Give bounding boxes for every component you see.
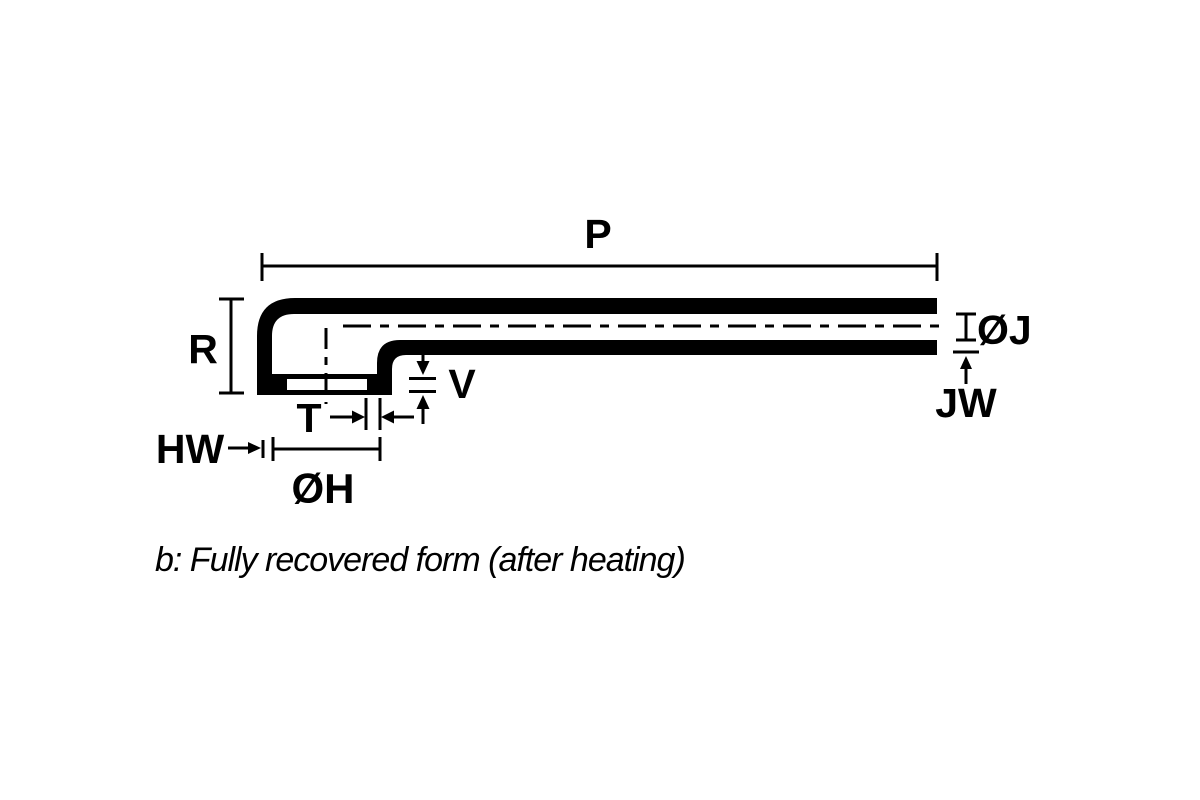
t-arrow-left-head	[381, 410, 394, 424]
v-dimension: V	[409, 355, 476, 424]
hw-arrow-head	[248, 442, 261, 454]
t-label: T	[296, 395, 321, 441]
oh-dimension: ØH	[271, 437, 382, 512]
r-label: R	[188, 326, 218, 372]
r-dimension: R	[188, 297, 244, 395]
jw-dimension: JW	[935, 350, 997, 426]
p-label: P	[584, 211, 611, 257]
boot-cross-section-shape	[257, 298, 937, 395]
v-arrow-down-head	[416, 361, 430, 375]
figure-caption: b: Fully recovered form (after heating)	[155, 541, 685, 579]
hw-dimension: HW	[156, 426, 265, 472]
oj-dimension: ØJ	[956, 307, 1032, 353]
oj-label: ØJ	[977, 307, 1032, 353]
hw-label: HW	[156, 426, 225, 472]
oh-label: ØH	[292, 465, 355, 512]
t-arrow-right-head	[352, 410, 365, 424]
v-arrow-up-head	[416, 395, 430, 409]
t-dimension: T	[296, 395, 414, 441]
p-dimension: P	[260, 211, 939, 281]
v-label: V	[448, 361, 476, 407]
jw-label: JW	[935, 380, 997, 426]
jw-arrow-head	[960, 356, 972, 369]
